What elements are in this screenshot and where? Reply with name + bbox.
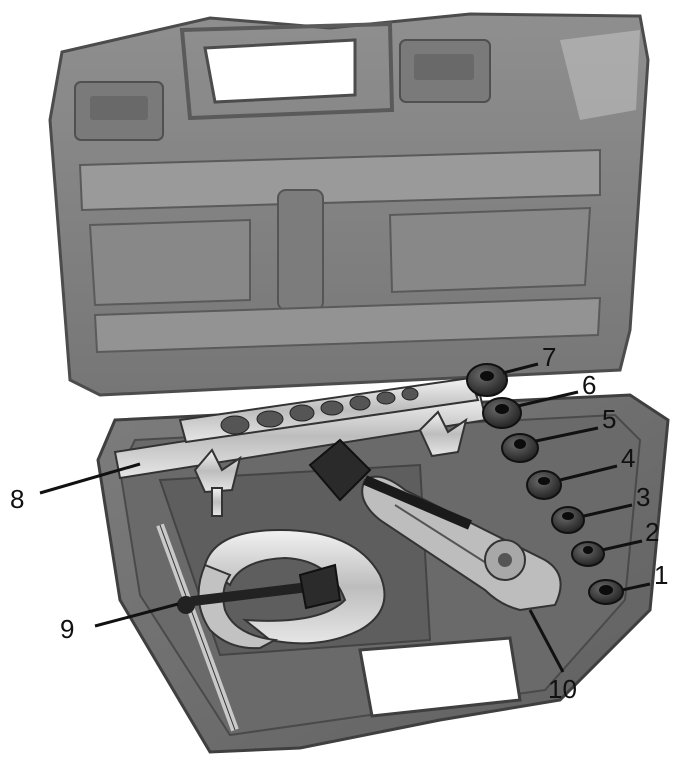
callout-8: 8 — [10, 484, 25, 514]
flaring-yoke — [156, 523, 386, 732]
leader-lines — [39, 362, 651, 673]
adapter-5 — [501, 433, 539, 463]
tube-cutter — [308, 438, 562, 612]
callout-6: 6 — [582, 370, 597, 400]
leader-line-7 — [502, 362, 539, 375]
leader-line-3 — [583, 503, 633, 518]
leader-line-9 — [94, 602, 179, 628]
adapter-1 — [588, 579, 624, 605]
callout-1: 1 — [654, 560, 669, 590]
leader-line-2 — [601, 539, 643, 552]
callout-3: 3 — [636, 482, 651, 512]
leader-line-1 — [621, 582, 651, 592]
adapter-6 — [482, 397, 522, 429]
flaring-bar — [113, 376, 488, 517]
callout-5: 5 — [602, 404, 617, 434]
callout-2: 2 — [645, 517, 660, 547]
leader-line-8 — [39, 462, 141, 495]
adapter-2 — [571, 541, 605, 567]
leader-line-4 — [559, 464, 618, 482]
callout-7: 7 — [542, 342, 557, 372]
flare-adapters — [466, 363, 624, 605]
callout-10: 10 — [548, 674, 577, 704]
adapter-7 — [466, 363, 508, 397]
callout-4: 4 — [621, 443, 636, 473]
callout-9: 9 — [60, 614, 75, 644]
adapter-3 — [551, 506, 585, 534]
case-lid — [48, 12, 650, 397]
leader-line-5 — [535, 426, 599, 443]
leader-line-10 — [528, 609, 565, 673]
leader-line-6 — [517, 390, 579, 408]
adapter-4 — [526, 470, 562, 500]
